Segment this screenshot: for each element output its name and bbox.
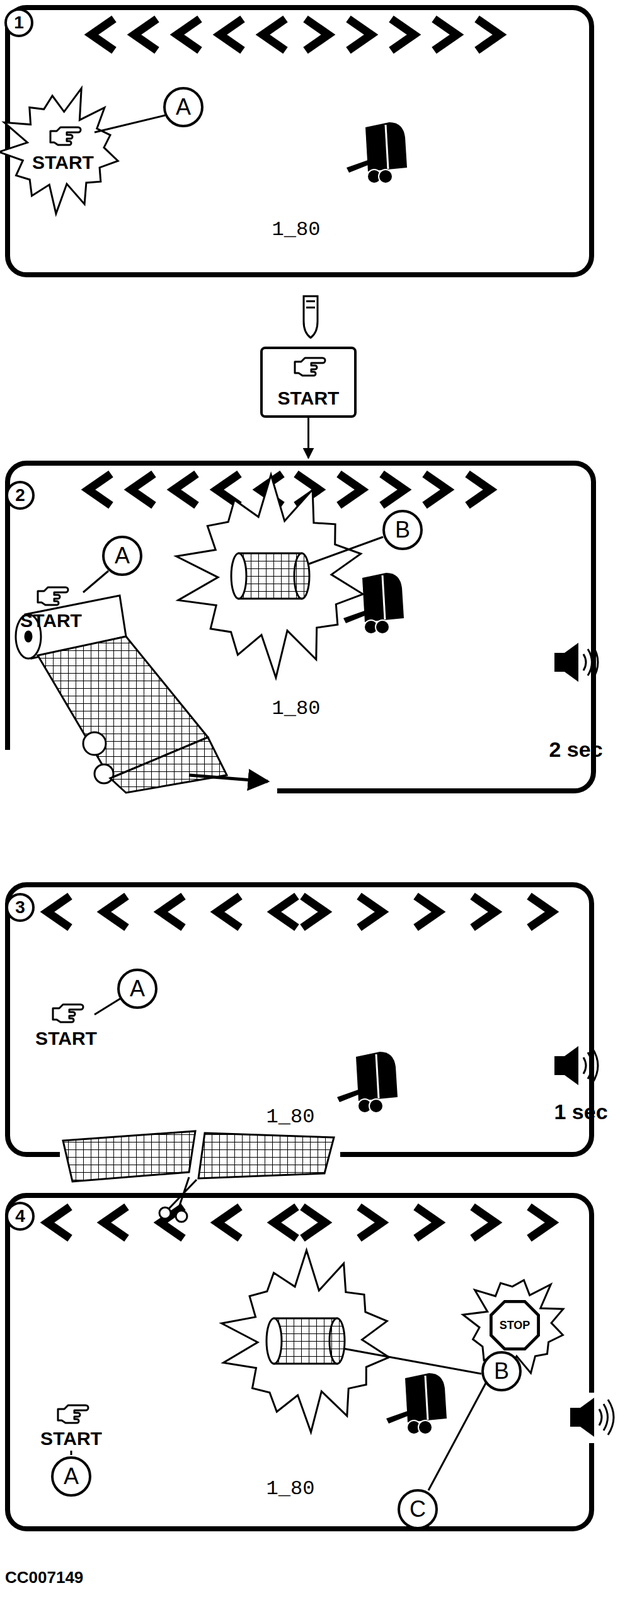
chevron <box>103 895 127 928</box>
callout-text: B <box>395 516 411 544</box>
display-panel: START 1_80 3A <box>5 882 595 1157</box>
callout-text: A <box>114 542 130 569</box>
flow-arrow <box>307 417 310 459</box>
callout-text: 3 <box>15 897 26 918</box>
display-panel: START 1_80 1A <box>5 5 595 278</box>
chevron <box>415 895 439 928</box>
start-label: START <box>40 1427 103 1450</box>
starburst <box>0 88 118 214</box>
leader-lines <box>71 115 501 1491</box>
chevron <box>91 18 115 51</box>
chevron <box>415 1206 439 1239</box>
callout-text: A <box>129 975 145 1002</box>
panel-number: 3 <box>5 892 35 922</box>
chevron <box>160 895 184 928</box>
chevron <box>173 473 197 506</box>
callout-text: A <box>175 93 191 121</box>
bale-counter: 1_80 <box>266 1105 316 1129</box>
chevron <box>302 895 326 928</box>
display-panel: START 1_80 2A B <box>5 460 597 794</box>
panel-number: 4 <box>5 1201 35 1231</box>
callout-letter: B <box>382 509 423 551</box>
stop-sign: STOP <box>489 1299 540 1351</box>
chevron <box>467 473 491 506</box>
chevron <box>338 473 362 506</box>
net-rolls <box>231 553 345 1364</box>
chevron <box>391 18 414 51</box>
callout-text: C <box>409 1495 426 1523</box>
chevron <box>359 895 382 928</box>
callout-text: A <box>63 1462 79 1490</box>
start-label: START <box>35 1027 98 1050</box>
chevron <box>47 1206 70 1239</box>
chevron <box>131 473 154 506</box>
callout-letter: A <box>117 968 158 1009</box>
start-button: START <box>260 346 357 418</box>
bale-counter: 1_80 <box>272 696 321 721</box>
panel-frames <box>7 7 594 1529</box>
net-roll-feed <box>0 595 278 798</box>
callout-text: 1 <box>13 12 24 33</box>
beep-duration: 2 sec <box>548 737 603 762</box>
panel-number: 2 <box>5 480 35 510</box>
callout-letter: C <box>397 1488 438 1530</box>
chevron <box>274 1206 297 1239</box>
chevron <box>217 1206 241 1239</box>
chevron <box>217 895 241 928</box>
chevron <box>348 18 372 51</box>
chevron <box>472 1206 496 1239</box>
pressing-finger <box>303 296 318 338</box>
bale-counter: 1_80 <box>272 217 321 242</box>
callout-text: 4 <box>15 1205 26 1227</box>
chevron <box>88 473 111 506</box>
chevron <box>134 18 157 51</box>
callout-text: 2 <box>15 485 26 506</box>
chevron <box>305 18 329 51</box>
chevron <box>424 473 448 506</box>
starbursts <box>0 88 564 1433</box>
chevron <box>434 18 457 51</box>
start-label: START <box>20 609 82 632</box>
callout-letter: A <box>51 1456 92 1497</box>
chevron <box>476 18 500 51</box>
callout-text: B <box>493 1357 510 1385</box>
starburst <box>221 1250 390 1433</box>
chevron <box>472 895 496 928</box>
figure-code: CC007149 <box>5 1567 84 1588</box>
chevron <box>103 1206 127 1239</box>
cut-net <box>59 1130 341 1222</box>
chevron <box>529 895 552 928</box>
chevron <box>274 895 297 928</box>
chevron <box>47 895 70 928</box>
bale-counter: 1_80 <box>266 1476 316 1501</box>
chevron <box>359 1206 382 1239</box>
starburst <box>176 474 363 678</box>
display-panel: START 1_80 4A B STOP C <box>5 1192 595 1531</box>
chevron <box>302 1206 326 1239</box>
beep-duration: 1 sec <box>553 1099 608 1124</box>
panel-number: 1 <box>4 8 34 38</box>
stop-text: STOP <box>499 1318 531 1332</box>
chevron <box>529 1206 552 1239</box>
callout-letter: A <box>102 535 143 576</box>
callout-letter: B <box>481 1350 522 1392</box>
balers <box>337 122 447 1434</box>
button-label: START <box>277 387 340 409</box>
chevron <box>381 473 405 506</box>
chevron <box>219 18 243 51</box>
start-label: START <box>32 151 94 174</box>
speakers <box>554 642 614 1443</box>
callout-letter: A <box>163 86 204 128</box>
chevron <box>262 18 286 51</box>
chevron <box>177 18 200 51</box>
